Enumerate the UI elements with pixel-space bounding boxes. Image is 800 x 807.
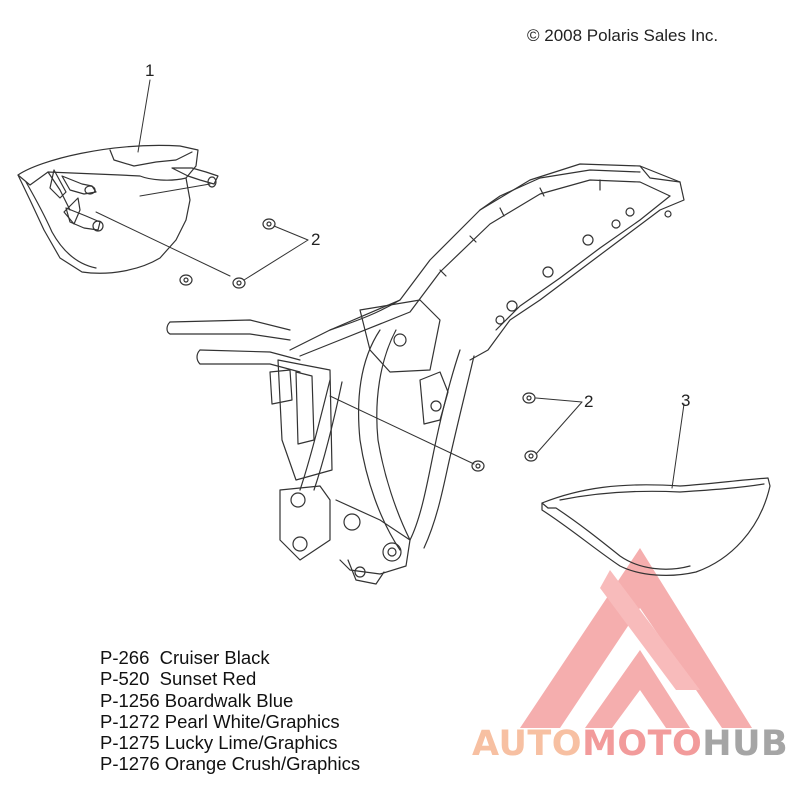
callout-2-upper: 2 xyxy=(311,230,321,249)
watermark-part-hub: HUB xyxy=(702,724,789,764)
grommet-group-lower xyxy=(471,392,538,472)
copyright-notice: © 2008 Polaris Sales Inc. xyxy=(527,26,719,45)
watermark-part-moto: MOTO xyxy=(582,724,703,764)
color-code-item: P-1272 Pearl White/Graphics xyxy=(100,710,340,732)
motorcycle-frame xyxy=(166,163,685,585)
color-code-item: P-266 Cruiser Black xyxy=(100,647,270,668)
callout-3: 3 xyxy=(681,391,691,410)
color-code-item: P-1276 Orange Crush/Graphics xyxy=(100,753,361,775)
watermark-part-auto: AUTO xyxy=(472,724,583,764)
color-code-item: P-1275 Lucky Lime/Graphics xyxy=(100,732,338,754)
watermark-text: AUTOMOTOHUB xyxy=(472,724,788,764)
callout-1: 1 xyxy=(145,61,155,80)
watermark-logo-icon xyxy=(520,548,752,728)
color-code-item: P-520 Sunset Red xyxy=(100,668,257,690)
color-code-list: P-266 Cruiser Black P-520 Sunset Red P-1… xyxy=(100,647,360,775)
side-cover-left xyxy=(17,144,219,274)
grommet-group-upper xyxy=(179,218,276,289)
side-cover-right xyxy=(541,477,771,576)
leader-lines xyxy=(95,79,685,489)
callout-2-lower: 2 xyxy=(584,392,594,411)
color-code-item: P-1256 Boardwalk Blue xyxy=(100,689,294,711)
